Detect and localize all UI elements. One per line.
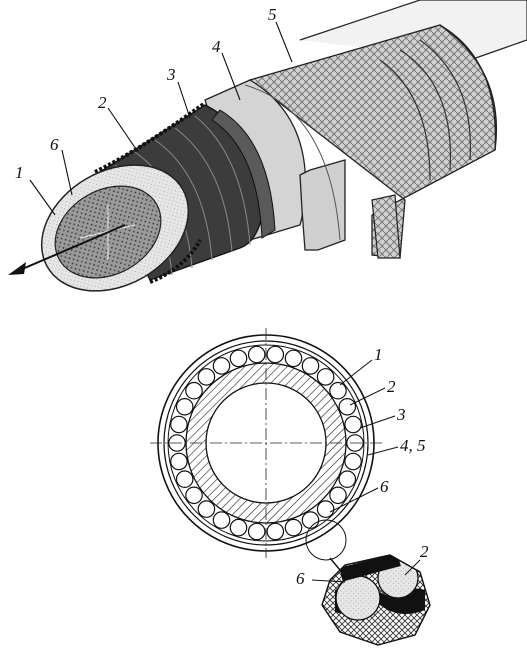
label-4: 4 bbox=[212, 37, 221, 56]
wire-strand bbox=[212, 357, 231, 375]
wire-strand bbox=[284, 349, 303, 368]
wire-strand bbox=[284, 518, 303, 537]
wire-strand bbox=[338, 397, 357, 416]
wire-strand bbox=[329, 486, 347, 505]
wire-strand bbox=[316, 368, 335, 386]
wire-strand bbox=[170, 452, 188, 471]
top-leader-lines bbox=[29, 21, 293, 216]
wire-strand bbox=[266, 345, 285, 364]
label-1: 1 bbox=[15, 163, 24, 182]
cable-cross-section: 1 2 3 4, 5 6 bbox=[150, 328, 426, 588]
label-3: 3 bbox=[166, 65, 176, 84]
wire-strand bbox=[329, 381, 347, 400]
wire-strand bbox=[170, 415, 188, 434]
label-5: 5 bbox=[268, 5, 277, 24]
wire-strand bbox=[247, 522, 266, 541]
wire-ring bbox=[168, 345, 364, 541]
wire-strand bbox=[247, 345, 266, 364]
wire-strand bbox=[197, 500, 216, 518]
layer-5-braid bbox=[248, 24, 498, 259]
section-label-4-5: 4, 5 bbox=[400, 436, 426, 455]
wire-strand bbox=[316, 500, 335, 518]
wire-strand bbox=[175, 397, 194, 416]
wire-strand bbox=[175, 470, 194, 488]
section-label-1: 1 bbox=[374, 345, 383, 364]
wire-strand bbox=[185, 486, 203, 505]
bottom-leader-lines bbox=[329, 359, 399, 513]
wire-strand bbox=[301, 511, 320, 529]
detail-label-6: 6 bbox=[296, 569, 305, 588]
section-label-3: 3 bbox=[396, 405, 406, 424]
wire-strand bbox=[229, 518, 248, 537]
wire-strand bbox=[344, 415, 362, 434]
wire-strand bbox=[229, 349, 248, 368]
label-6: 6 bbox=[50, 135, 59, 154]
wire-strand bbox=[344, 452, 362, 471]
wire-strand bbox=[301, 357, 320, 375]
axis-arrow bbox=[8, 224, 126, 275]
detail-enlargement: 6 2 bbox=[296, 542, 431, 646]
label-2: 2 bbox=[98, 93, 107, 112]
wire-strand bbox=[266, 522, 285, 541]
wire-strand bbox=[212, 511, 231, 529]
wire-strand bbox=[338, 470, 357, 488]
wire-strand bbox=[197, 368, 216, 386]
inner-pipe bbox=[299, 0, 527, 61]
section-label-2: 2 bbox=[387, 377, 396, 396]
detail-label-2: 2 bbox=[420, 542, 429, 561]
cable-isometric: 1 6 2 3 4 5 bbox=[8, 0, 527, 292]
section-label-6: 6 bbox=[380, 477, 389, 496]
wire-strand bbox=[185, 381, 203, 400]
